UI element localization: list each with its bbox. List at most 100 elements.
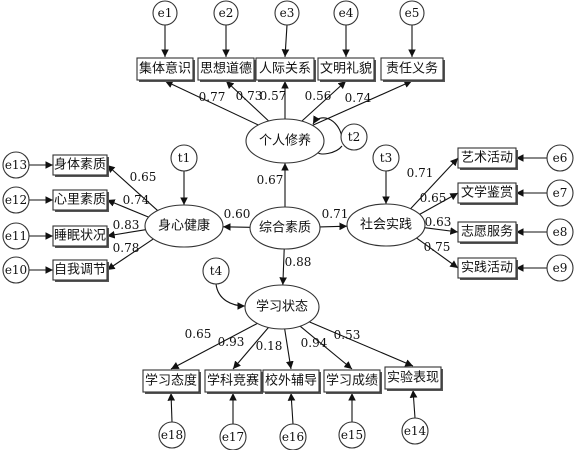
loading-study-3	[284, 328, 294, 370]
indicator-study-5-label: 实验表现	[387, 370, 439, 386]
indicator-personal-2-label: 思想道德	[200, 61, 252, 77]
coef-study-2: 0.93	[218, 335, 245, 349]
indicator-personal-3-label: 人际关系	[259, 62, 311, 77]
indicator-social-4	[457, 257, 517, 279]
error-e12	[2, 186, 30, 214]
error-e11-label: e11	[5, 229, 27, 243]
indicator-personal-2	[197, 57, 255, 81]
latent-physical	[144, 204, 224, 248]
error-e12-label: e12	[5, 193, 27, 207]
indicator-personal-1-label: 集体意识	[139, 61, 191, 77]
error-e5	[399, 0, 425, 26]
latent-personal	[245, 118, 325, 164]
indicator-physical-2	[52, 189, 108, 211]
disturbance-arrow-t2	[312, 115, 343, 138]
coef-social-1: 0.71	[407, 166, 434, 180]
coef-study-5: 0.53	[334, 328, 361, 342]
error-e1-label: e1	[158, 6, 173, 20]
coef-study-3: 0.18	[256, 339, 283, 353]
edges-layer	[29, 24, 547, 425]
path-core-to-social	[319, 222, 348, 231]
disturbance-t3-label: t3	[380, 151, 392, 165]
indicator-personal-1	[136, 57, 194, 81]
coef-study-1: 0.65	[185, 327, 212, 341]
coef-physical-4: 0.78	[113, 241, 140, 255]
error-e18	[158, 421, 186, 449]
disturbance-t2-label: t2	[348, 130, 360, 144]
indicator-study-2-label: 学科竞赛	[207, 373, 259, 389]
indicator-social-3-label: 志愿服务	[461, 224, 513, 240]
path-core-to-study	[279, 248, 287, 286]
loading-study-1	[170, 322, 258, 370]
indicator-study-3-label: 校外辅导	[265, 373, 317, 389]
indicator-study-3	[262, 369, 320, 393]
error-e9	[546, 254, 574, 282]
error-e5-label: e5	[405, 6, 420, 20]
indicator-physical-1	[52, 154, 108, 176]
indicator-personal-5-label: 责任义务	[386, 61, 438, 77]
indicator-study-1-label: 学习态度	[145, 373, 197, 389]
coef-personal-3: 0.57	[260, 89, 287, 103]
disturbance-t4-label: t4	[210, 264, 223, 278]
latent-physical-label: 身心健康	[158, 218, 210, 234]
disturbance-t1	[170, 144, 198, 172]
coef-physical-3: 0.83	[113, 218, 140, 232]
error-e3	[274, 0, 300, 26]
error-arrow-e14	[409, 389, 418, 419]
loading-study-5	[309, 321, 414, 367]
loading-study-4	[299, 325, 353, 370]
indicator-study-4-label: 学习成绩	[326, 373, 378, 389]
indicator-social-3	[457, 221, 517, 243]
loading-personal-4	[301, 80, 347, 122]
coef-personal-5: 0.74	[345, 91, 372, 105]
coef-physical-1: 0.65	[130, 170, 157, 184]
coef-personal-4: 0.56	[305, 89, 332, 103]
loading-personal-2	[225, 80, 270, 122]
coef-core-to-study: 0.88	[285, 255, 312, 269]
error-e15	[338, 421, 366, 449]
latent-core-label: 综合素质	[259, 221, 311, 236]
coef-social-4: 0.75	[424, 240, 451, 254]
error-e14	[401, 417, 429, 445]
error-arrow-e18	[167, 392, 176, 423]
error-e15-label: e15	[341, 428, 363, 442]
indicator-study-2	[204, 369, 262, 393]
indicator-social-1-label: 艺术活动	[461, 151, 513, 166]
error-e7	[546, 179, 574, 207]
loading-social-2	[419, 192, 459, 215]
error-e18-label: e18	[161, 428, 183, 442]
latent-study-label: 学习状态	[256, 299, 308, 315]
error-e11	[2, 222, 30, 250]
error-e2	[213, 0, 239, 26]
error-arrow-e16	[287, 392, 296, 425]
loading-physical-1	[106, 164, 158, 211]
indicator-personal-4-label: 文明礼貌	[320, 61, 372, 77]
coef-core-to-social: 0.71	[322, 207, 349, 221]
latent-study	[244, 284, 320, 330]
disturbance-arrow-t4	[215, 283, 246, 310]
coef-personal-2: 0.73	[236, 89, 263, 103]
indicator-physical-1-label: 身体素质	[54, 157, 106, 173]
error-e17-label: e17	[222, 430, 244, 444]
latent-social-label: 社会实践	[360, 217, 412, 233]
disturbance-t3	[372, 144, 400, 172]
error-arrow-e3	[281, 24, 290, 58]
latent-core	[249, 206, 321, 250]
indicator-personal-5	[380, 57, 444, 81]
indicator-study-4	[323, 369, 381, 393]
indicator-personal-4	[317, 57, 375, 81]
error-e1	[152, 0, 178, 26]
error-e16	[279, 423, 307, 450]
indicator-social-4-label: 实践活动	[461, 261, 513, 276]
indicator-physical-3	[52, 225, 108, 247]
error-e8-label: e8	[553, 225, 568, 239]
error-e13	[2, 151, 30, 179]
error-e6	[546, 144, 574, 172]
loading-physical-2	[106, 199, 149, 218]
indicator-physical-4	[52, 259, 108, 281]
error-e10-label: e10	[5, 263, 27, 277]
error-e17	[219, 423, 247, 450]
